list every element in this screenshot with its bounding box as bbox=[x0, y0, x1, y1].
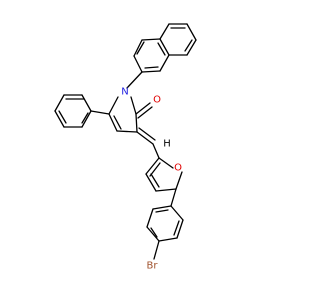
naphthalene-group bbox=[133, 23, 197, 73]
structure-canvas: N O H O Br bbox=[54, 23, 197, 272]
phenyl-group bbox=[54, 94, 110, 128]
bromine-label: Br bbox=[147, 261, 159, 272]
methylidene-linker bbox=[136, 127, 160, 159]
hydrogen-label: H bbox=[163, 139, 171, 150]
pyrrolone-ring bbox=[108, 96, 153, 133]
carbonyl-oxygen-label: O bbox=[153, 95, 161, 106]
n-naphthyl-bond bbox=[126, 71, 143, 89]
furan-ring bbox=[145, 157, 183, 192]
molecule-drawing: N O H O Br bbox=[54, 23, 197, 272]
nitrogen-label: N bbox=[121, 87, 128, 98]
furan-oxygen-label: O bbox=[174, 163, 182, 174]
bromophenyl-group bbox=[146, 188, 184, 260]
